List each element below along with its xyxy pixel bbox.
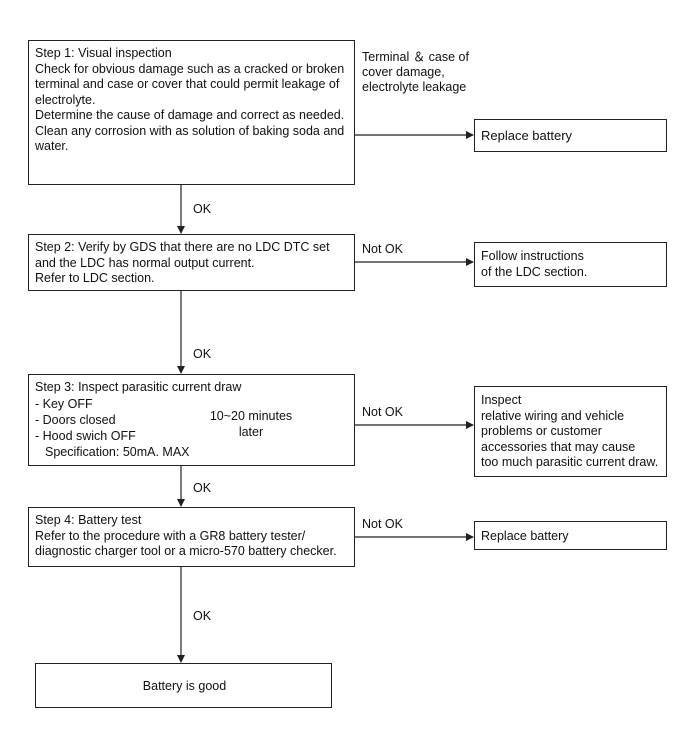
step4-box: Step 4: Battery test Refer to the proced… — [28, 507, 355, 567]
step4-text: Step 4: Battery test Refer to the proced… — [35, 513, 337, 558]
step3-fail-box: Inspect relative wiring and vehicle prob… — [474, 386, 667, 477]
step3-box: Step 3: Inspect parasitic current draw -… — [28, 374, 355, 466]
step4-fail-box: Replace battery — [474, 521, 667, 550]
step2-ok-label: OK — [193, 347, 212, 361]
step1-text: Step 1: Visual inspection Check for obvi… — [35, 46, 345, 153]
step4-fail-label: Not OK — [362, 517, 403, 531]
step2-text: Step 2: Verify by GDS that there are no … — [35, 240, 330, 285]
step2-fail-label: Not OK — [362, 242, 403, 256]
step3-fail-action: Inspect relative wiring and vehicle prob… — [481, 393, 659, 469]
step2-fail-action: Follow instructions of the LDC section. — [481, 249, 588, 279]
step3-condition-hood: - Hood swich OFF — [35, 429, 136, 443]
step4-fail-action: Replace battery — [481, 529, 569, 543]
step3-fail-label: Not OK — [362, 405, 403, 419]
step3-ok-label: OK — [193, 481, 212, 495]
result-text: Battery is good — [142, 679, 227, 693]
step3-wait-time: 10~20 minutes later — [209, 409, 293, 439]
step1-fail-box: Replace battery — [474, 119, 667, 152]
step3-spec: Specification: 50mA. MAX — [45, 445, 190, 459]
result-box: Battery is good — [35, 663, 332, 708]
step1-ok-label: OK — [193, 202, 212, 216]
step1-fail-label: Terminal ＆ case of cover damage, electro… — [362, 50, 469, 94]
step2-box: Step 2: Verify by GDS that there are no … — [28, 234, 355, 291]
step3-title: Step 3: Inspect parasitic current draw — [35, 380, 242, 394]
step2-fail-box: Follow instructions of the LDC section. — [474, 242, 667, 287]
step3-condition-doors: - Doors closed — [35, 413, 116, 427]
step1-fail-action: Replace battery — [481, 128, 573, 143]
step3-condition-key: - Key OFF — [35, 397, 93, 411]
step4-ok-label: OK — [193, 609, 212, 623]
step1-box: Step 1: Visual inspection Check for obvi… — [28, 40, 355, 185]
